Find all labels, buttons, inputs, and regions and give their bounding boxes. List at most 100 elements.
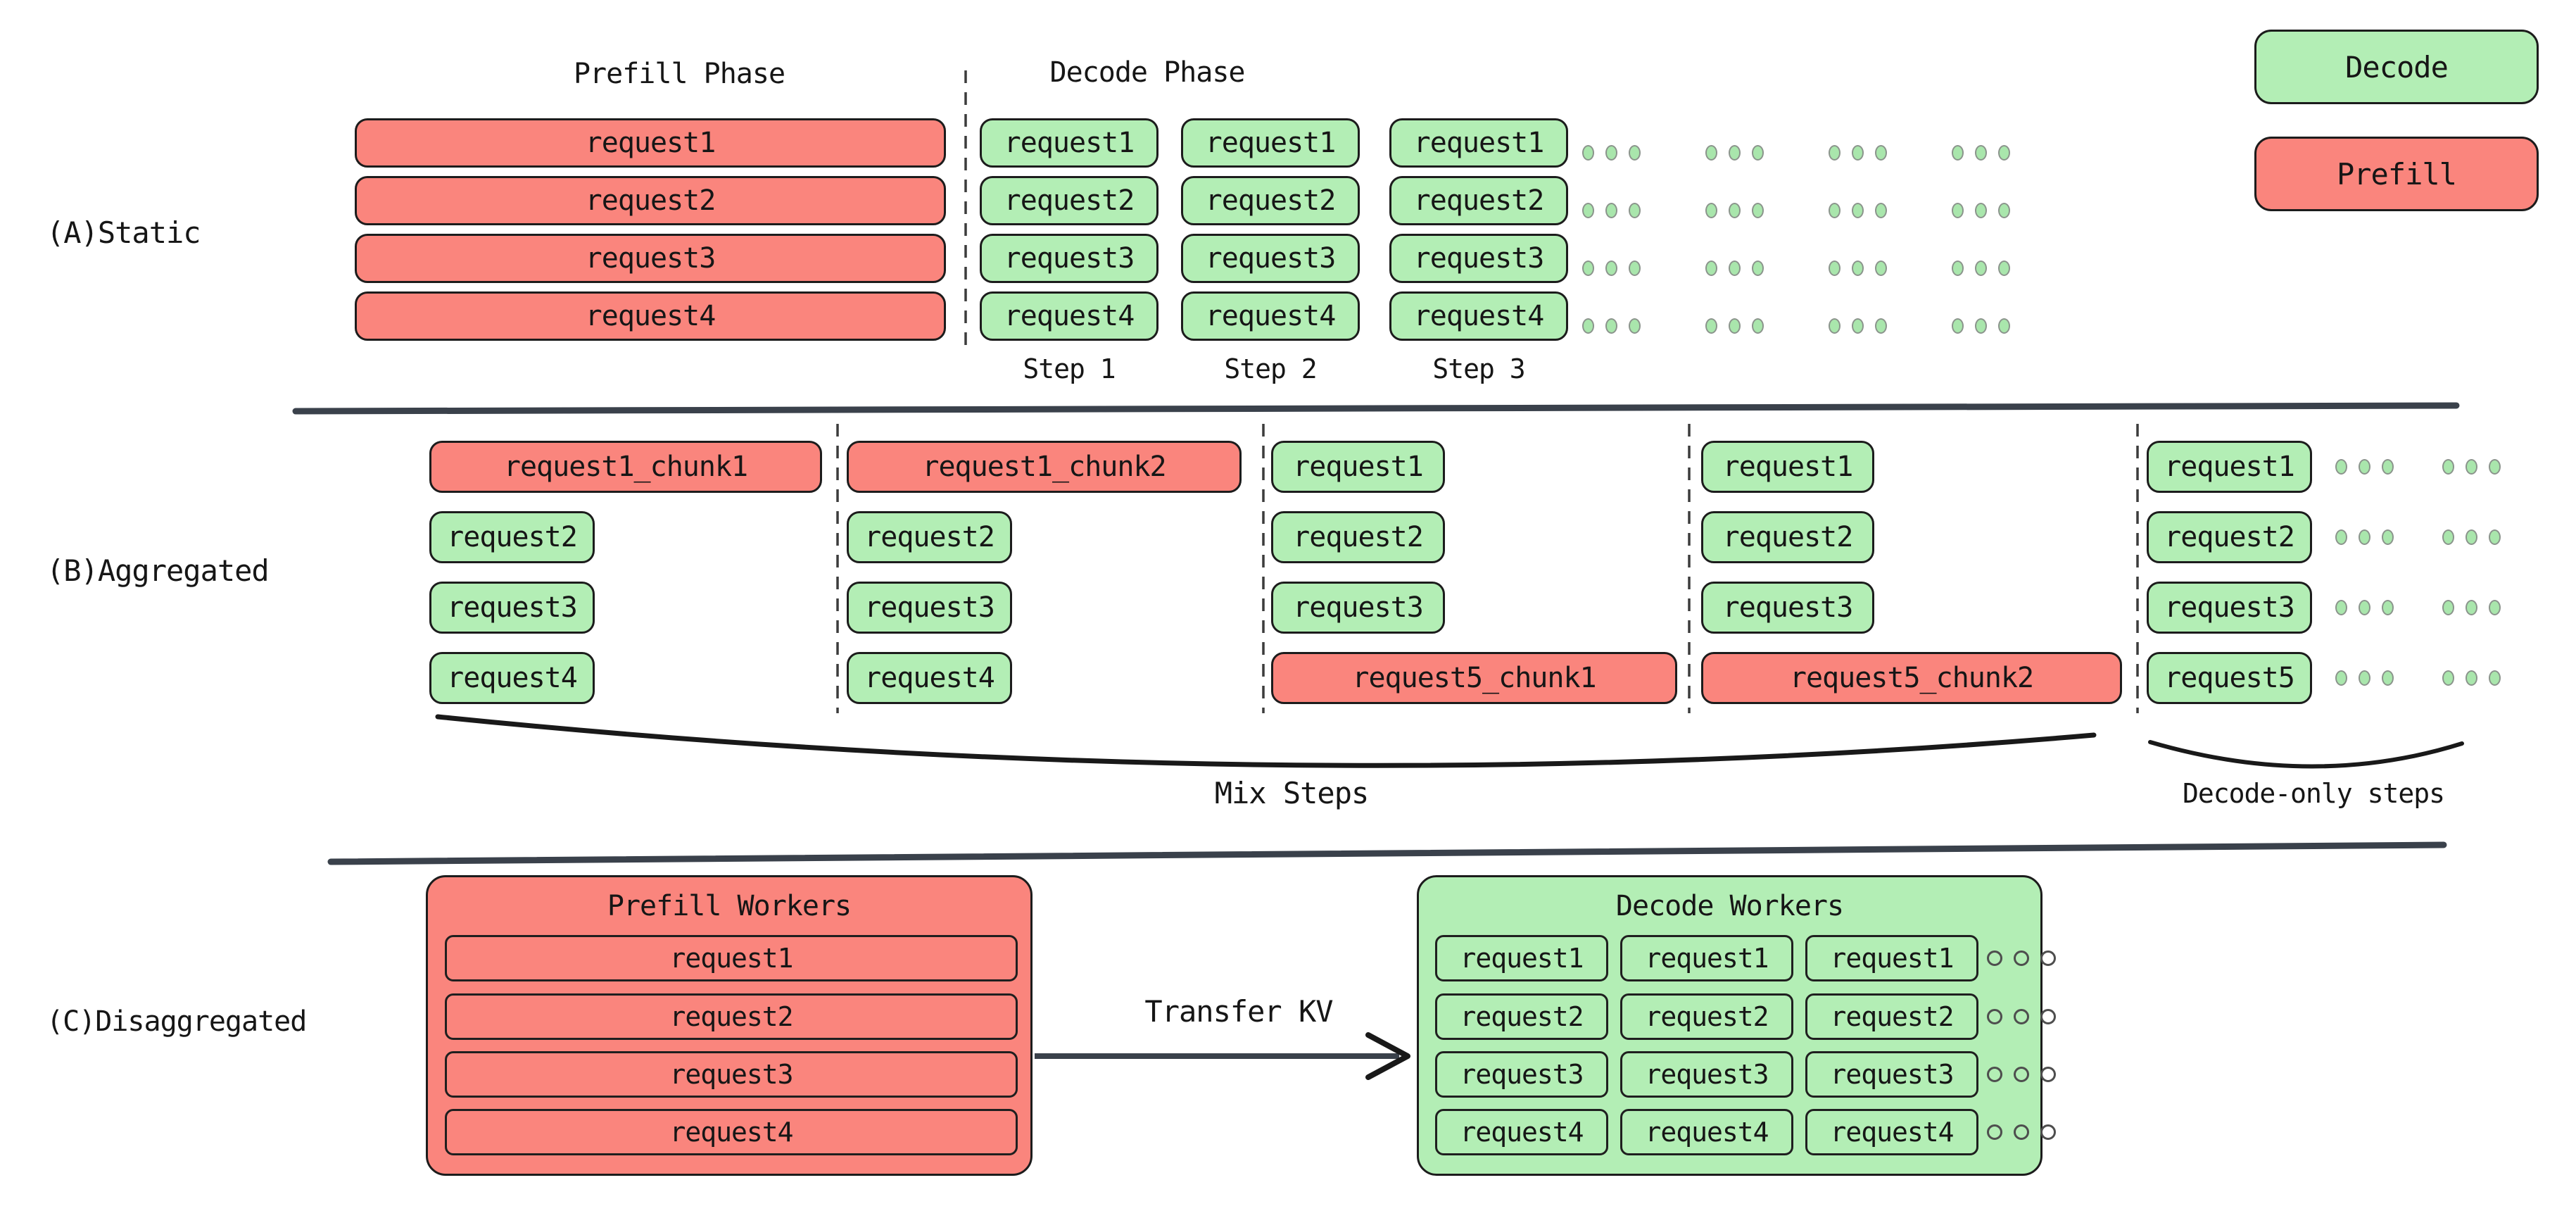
legend-prefill-badge: Prefill bbox=[2254, 137, 2539, 211]
section-a-b-divider-line bbox=[292, 402, 2460, 415]
decode-phase-title: Decode Phase bbox=[1049, 56, 1246, 89]
aggregated-request-box: request1 bbox=[2147, 441, 2312, 493]
aggregated-request-box: request1 bbox=[1271, 441, 1445, 493]
ellipsis-dots-icon bbox=[2335, 670, 2394, 686]
ellipsis-dots-icon bbox=[1705, 261, 1764, 276]
disaggregated-decode-request: request4 bbox=[1435, 1109, 1608, 1155]
aggregated-request-box: request3 bbox=[1271, 582, 1445, 634]
legend-decode-badge: Decode bbox=[2254, 30, 2539, 104]
static-prefill-request: request2 bbox=[355, 176, 946, 225]
section-b-label: (B)Aggregated bbox=[46, 553, 270, 588]
step-2-label: Step 2 bbox=[1224, 353, 1317, 384]
static-decode-request: request2 bbox=[980, 176, 1158, 225]
disaggregated-decode-request: request3 bbox=[1620, 1051, 1793, 1098]
ellipsis-dots-icon bbox=[1829, 318, 1887, 334]
aggregated-request-box: request2 bbox=[2147, 511, 2312, 563]
aggregated-request-box: request2 bbox=[1271, 511, 1445, 563]
disaggregated-decode-request: request2 bbox=[1435, 993, 1608, 1040]
section-c-label: (C)Disaggregated bbox=[46, 1005, 307, 1038]
aggregated-request-box: request3 bbox=[429, 582, 595, 634]
decode-workers-title: Decode Workers bbox=[1615, 890, 1844, 922]
static-decode-request: request3 bbox=[1181, 234, 1360, 283]
disaggregated-prefill-request: request2 bbox=[445, 993, 1018, 1040]
disaggregated-decode-request: request3 bbox=[1805, 1051, 1978, 1098]
static-decode-request: request2 bbox=[1389, 176, 1568, 225]
ellipsis-dots-icon bbox=[1705, 145, 1764, 161]
aggregated-request-box: request5_chunk1 bbox=[1271, 652, 1677, 704]
section-a-label: (A)Static bbox=[46, 215, 201, 250]
static-decode-request: request3 bbox=[980, 234, 1158, 283]
ellipsis-dots-icon bbox=[2335, 459, 2394, 475]
ellipsis-dots-icon bbox=[1582, 203, 1641, 218]
ellipsis-dots-icon bbox=[1952, 318, 2010, 334]
ellipsis-dots-icon bbox=[1829, 145, 1887, 161]
decode-only-steps-brace bbox=[2148, 740, 2464, 769]
static-decode-request: request1 bbox=[1389, 118, 1568, 168]
static-decode-request: request3 bbox=[1389, 234, 1568, 283]
static-prefill-request: request4 bbox=[355, 291, 946, 341]
ellipsis-dots-icon bbox=[1705, 203, 1764, 218]
ellipsis-dots-icon bbox=[1987, 1067, 2056, 1082]
ellipsis-dots-icon bbox=[1987, 950, 2056, 966]
static-prefill-request: request1 bbox=[355, 118, 946, 168]
aggregated-request-box: request4 bbox=[847, 652, 1012, 704]
prefill-phase-title: Prefill Phase bbox=[573, 58, 785, 90]
disaggregated-prefill-request: request4 bbox=[445, 1109, 1018, 1155]
ellipsis-dots-icon bbox=[2442, 459, 2501, 475]
ellipsis-dots-icon bbox=[1987, 1009, 2056, 1024]
aggregated-request-box: request1_chunk2 bbox=[847, 441, 1242, 493]
aggregated-request-box: request1_chunk1 bbox=[429, 441, 822, 493]
static-decode-request: request1 bbox=[980, 118, 1158, 168]
step-1-label: Step 1 bbox=[1023, 353, 1116, 384]
ellipsis-dots-icon bbox=[2335, 600, 2394, 615]
static-decode-request: request2 bbox=[1181, 176, 1360, 225]
ellipsis-dots-icon bbox=[2442, 670, 2501, 686]
decode-workers-container: Decode Workers request1 request1 request… bbox=[1417, 875, 2056, 1176]
step-3-label: Step 3 bbox=[1432, 353, 1525, 384]
ellipsis-dots-icon bbox=[1582, 261, 1641, 276]
ellipsis-dots-icon bbox=[1952, 145, 2010, 161]
aggregated-request-box: request2 bbox=[429, 511, 595, 563]
ellipsis-dots-icon bbox=[1952, 203, 2010, 218]
aggregated-request-box: request3 bbox=[1701, 582, 1874, 634]
aggregated-request-box: request3 bbox=[847, 582, 1012, 634]
ellipsis-dots-icon bbox=[2335, 529, 2394, 545]
disaggregated-decode-request: request4 bbox=[1620, 1109, 1793, 1155]
aggregated-request-box: request1 bbox=[1701, 441, 1874, 493]
prefill-workers-title: Prefill Workers bbox=[607, 890, 852, 922]
ellipsis-dots-icon bbox=[2442, 529, 2501, 545]
aggregated-request-box: request2 bbox=[1701, 511, 1874, 563]
disaggregated-prefill-request: request3 bbox=[445, 1051, 1018, 1098]
disaggregated-prefill-request: request1 bbox=[445, 935, 1018, 981]
aggregated-request-box: request2 bbox=[847, 511, 1012, 563]
transfer-kv-arrowhead bbox=[1365, 1032, 1410, 1080]
ellipsis-dots-icon bbox=[1582, 145, 1641, 161]
ellipsis-dots-icon bbox=[2442, 600, 2501, 615]
ellipsis-dots-icon bbox=[1829, 261, 1887, 276]
decode-only-steps-label: Decode-only steps bbox=[2183, 778, 2445, 809]
ellipsis-dots-icon bbox=[1987, 1124, 2056, 1140]
mix-steps-label: Mix Steps bbox=[1214, 776, 1370, 810]
disaggregated-decode-request: request2 bbox=[1620, 993, 1793, 1040]
mix-steps-brace bbox=[435, 714, 2097, 768]
aggregated-request-box: request5 bbox=[2147, 652, 2312, 704]
prefill-workers-container: Prefill Workers request1 request2 reques… bbox=[426, 875, 1033, 1176]
ellipsis-dots-icon bbox=[1952, 261, 2010, 276]
disaggregated-decode-request: request3 bbox=[1435, 1051, 1608, 1098]
static-decode-request: request1 bbox=[1181, 118, 1360, 168]
aggregated-request-box: request3 bbox=[2147, 582, 2312, 634]
aggregated-request-box: request5_chunk2 bbox=[1701, 652, 2122, 704]
disaggregated-decode-request: request4 bbox=[1805, 1109, 1978, 1155]
section-b-c-divider-line bbox=[327, 841, 2447, 865]
ellipsis-dots-icon bbox=[1582, 318, 1641, 334]
disaggregated-decode-request: request1 bbox=[1805, 935, 1978, 981]
static-decode-request: request4 bbox=[980, 291, 1158, 341]
ellipsis-dots-icon bbox=[1829, 203, 1887, 218]
disaggregated-decode-request: request1 bbox=[1620, 935, 1793, 981]
static-decode-request: request4 bbox=[1181, 291, 1360, 341]
static-decode-request: request4 bbox=[1389, 291, 1568, 341]
static-prefill-request: request3 bbox=[355, 234, 946, 283]
disaggregated-decode-request: request1 bbox=[1435, 935, 1608, 981]
disaggregated-decode-request: request2 bbox=[1805, 993, 1978, 1040]
